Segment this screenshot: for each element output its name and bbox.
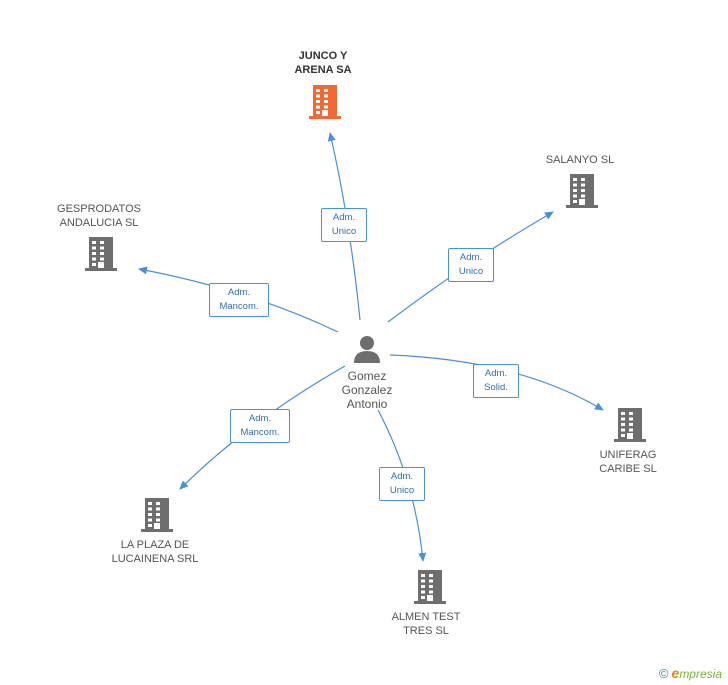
brand-logo: e (671, 665, 680, 681)
person-name[interactable]: Gomez Gonzalez Antonio (341, 369, 393, 411)
building-icon[interactable] (85, 237, 117, 276)
company-label-gesprodatos[interactable]: GESPRODATOS ANDALUCIA SL (57, 203, 141, 229)
company-label-laplaza[interactable]: LA PLAZA DE LUCAINENA SRL (111, 539, 199, 565)
edge-label-salanyo: Adm. Unico (448, 248, 494, 282)
building-icon[interactable] (614, 408, 646, 447)
edge-label-laplaza: Adm. Mancom. (230, 409, 290, 443)
edge-label-junco: Adm. Unico (321, 208, 367, 242)
building-icon[interactable] (566, 174, 598, 213)
company-label-salanyo[interactable]: SALANYO SL (545, 154, 615, 166)
company-label-junco[interactable]: JUNCO Y ARENA SA (294, 50, 352, 76)
company-label-uniferag[interactable]: UNIFERAG CARIBE SL (599, 449, 657, 475)
brand-name: mpresia (679, 667, 722, 681)
copyright-icon: © (658, 666, 669, 681)
building-icon[interactable] (141, 498, 173, 537)
edge-label-almen: Adm. Unico (379, 467, 425, 501)
building-icon[interactable] (309, 85, 341, 124)
person-icon[interactable] (352, 334, 382, 364)
brand-footer: ©empresia (659, 665, 722, 681)
building-icon[interactable] (414, 570, 446, 609)
edge-label-uniferag: Adm. Solid. (473, 364, 519, 398)
edge-label-gesprodatos: Adm. Mancom. (209, 283, 269, 317)
company-label-almen[interactable]: ALMEN TEST TRES SL (391, 611, 461, 637)
